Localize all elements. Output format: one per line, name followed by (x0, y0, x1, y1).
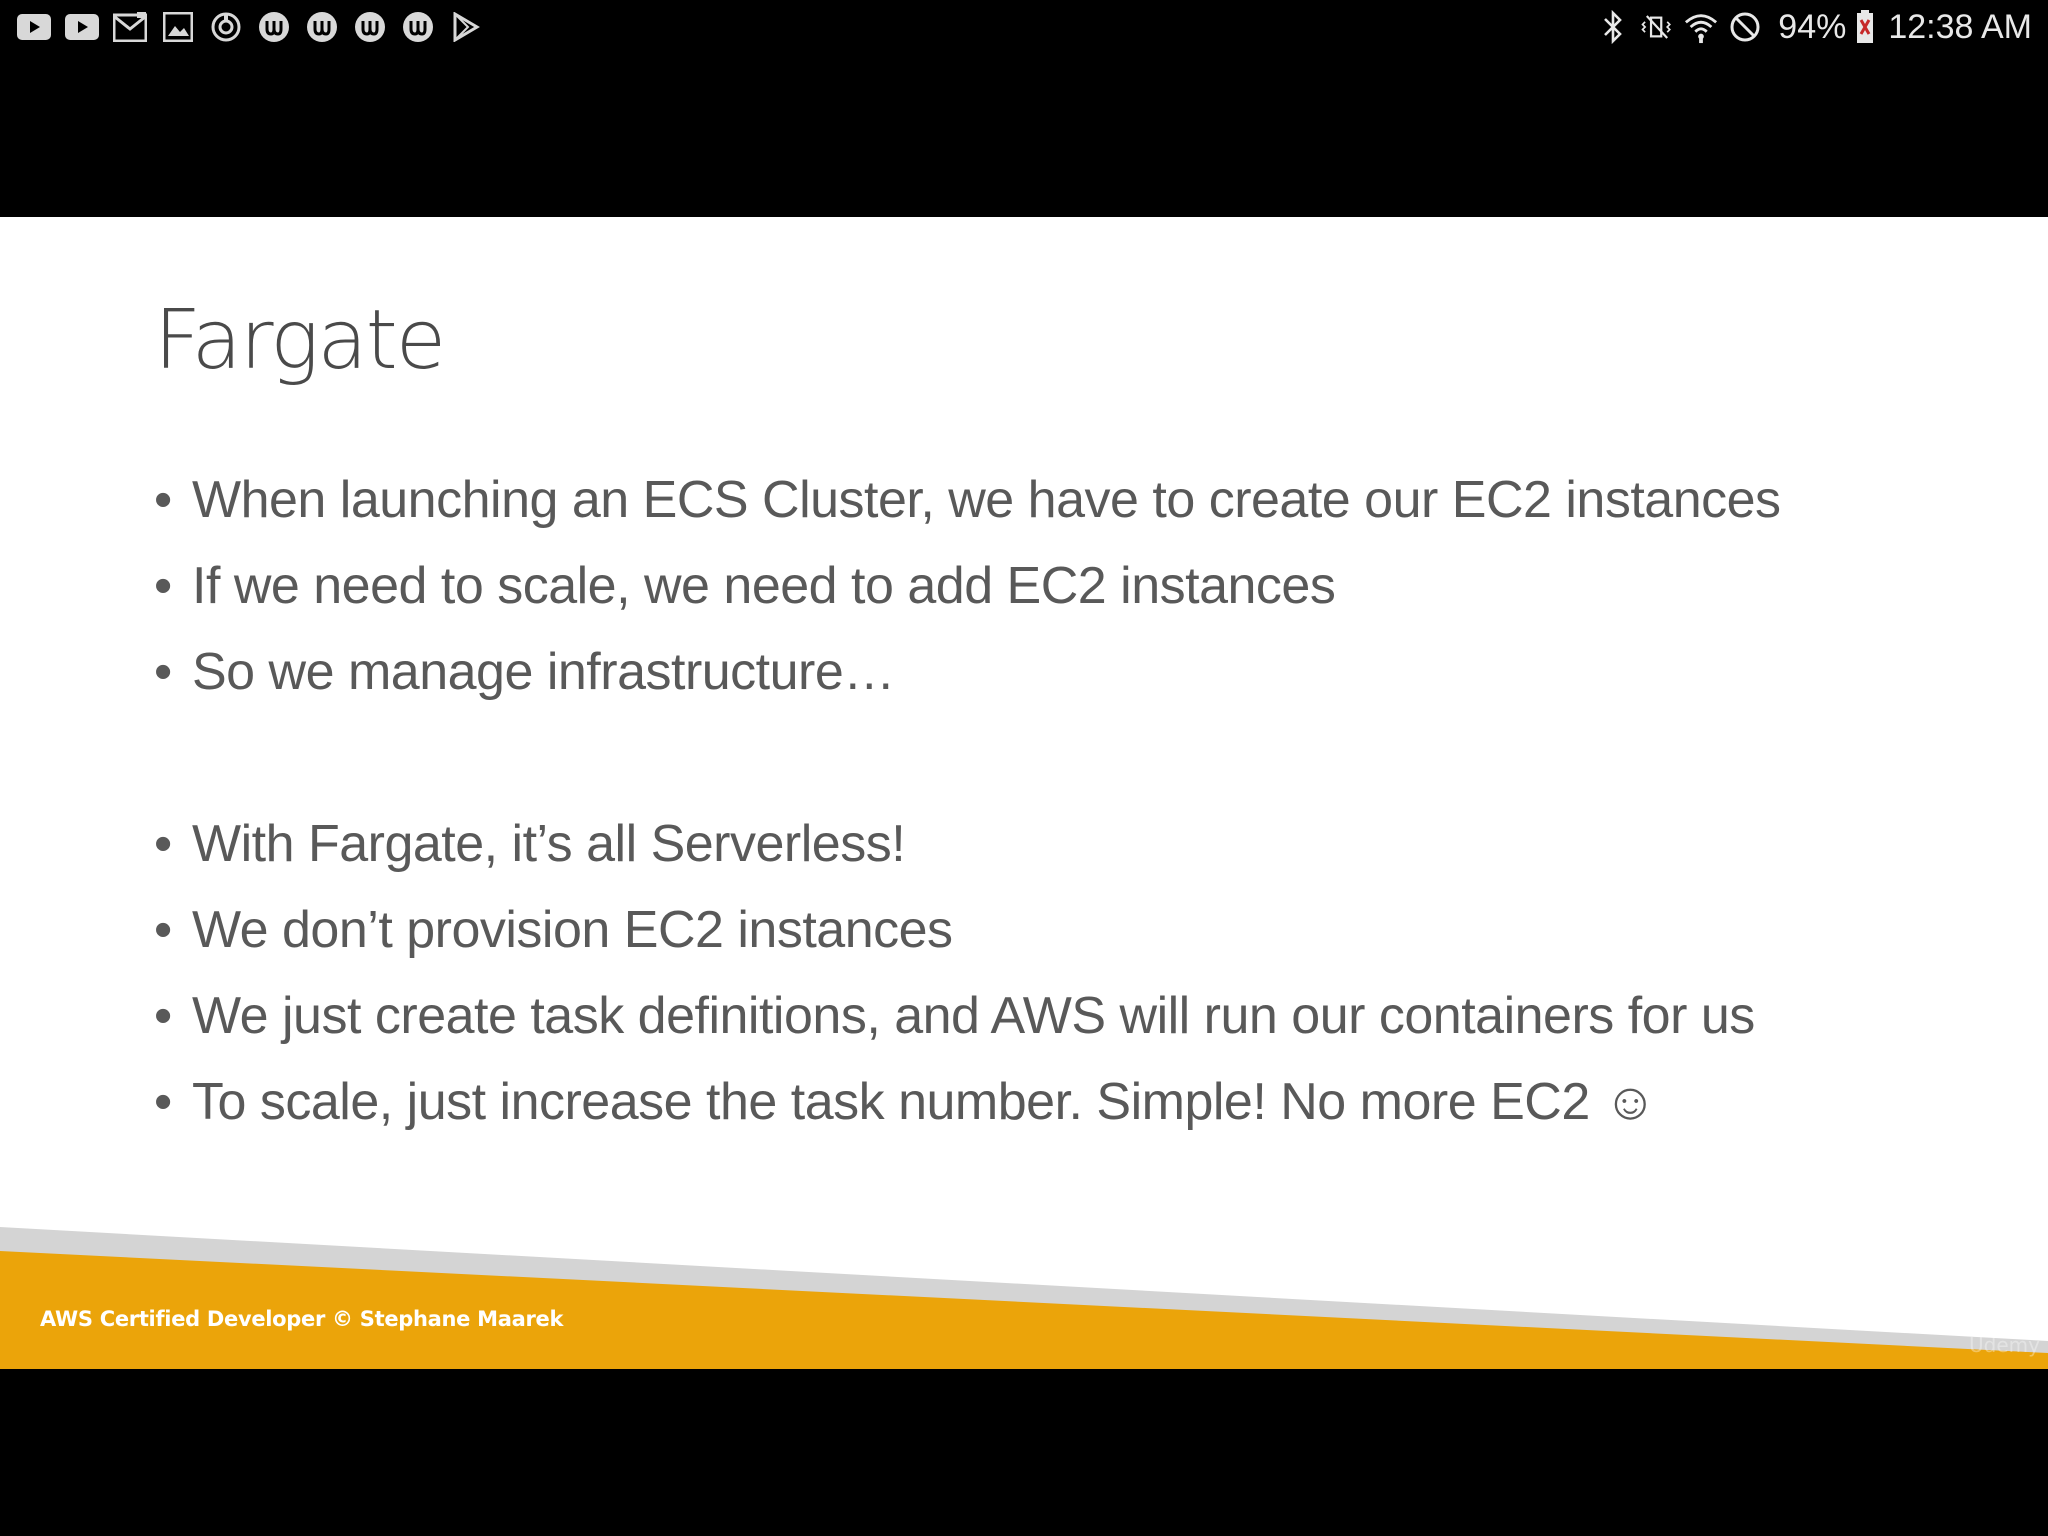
status-bar: 94% 12:38 AM (0, 0, 2048, 54)
bullet-item: • If we need to scale, we need to add EC2… (154, 543, 1781, 629)
bullet-item: • We just create task definitions, and AW… (154, 973, 1781, 1059)
bullet-text: With Fargate, it’s all Serverless! (192, 815, 906, 873)
gallery-icon (160, 9, 196, 45)
bullet-text: We don’t provision EC2 instances (192, 901, 953, 959)
battery-percent: 94% (1778, 7, 1847, 46)
udemy-watermark: Udemy (1969, 1333, 2040, 1357)
footer-credit: AWS Certified Developer © Stephane Maare… (40, 1307, 564, 1331)
gmail-icon (112, 9, 148, 45)
status-indicators[interactable]: 94% 12:38 AM (1596, 4, 2032, 50)
udemy-icon (400, 9, 436, 45)
bullet-text: We just create task definitions, and AWS… (192, 987, 1755, 1045)
bullet-text: So we manage infrastructure… (192, 643, 895, 701)
bullet-item: • We don’t provision EC2 instances (154, 887, 1781, 973)
bullet-dot: • (154, 987, 172, 1045)
udemy-icon (304, 9, 340, 45)
bullet-dot: • (154, 901, 172, 959)
bullet-text: To scale, just increase the task number.… (192, 1073, 1657, 1131)
bullet-item: • When launching an ECS Cluster, we have … (154, 457, 1781, 543)
play-store-icon (448, 9, 484, 45)
bullet-item: • With Fargate, it’s all Serverless! (154, 801, 1781, 887)
youtube-icon (16, 9, 52, 45)
bullet-list: • When launching an ECS Cluster, we have … (154, 457, 1781, 1145)
bullet-text: When launching an ECS Cluster, we have t… (192, 471, 1781, 529)
bullet-dot: • (154, 557, 172, 615)
bullet-dot: • (154, 1073, 172, 1131)
clock: 12:38 AM (1888, 7, 2032, 46)
slide-title: Fargate (154, 293, 446, 388)
bullet-dot: • (154, 815, 172, 873)
bluetooth-icon (1596, 10, 1630, 44)
youtube-icon (64, 9, 100, 45)
battery-icon (1856, 10, 1874, 44)
bullet-item: • So we manage infrastructure… (154, 629, 1781, 715)
sync-icon (208, 9, 244, 45)
footer-band (0, 1227, 2048, 1369)
footer-orange-band (0, 1251, 2048, 1369)
slide[interactable]: Fargate • When launching an ECS Cluster, … (0, 217, 2048, 1369)
vibrate-mute-icon (1640, 10, 1674, 44)
wifi-icon (1684, 10, 1718, 44)
notification-icons[interactable] (16, 8, 484, 46)
bullet-text: If we need to scale, we need to add EC2 … (192, 557, 1336, 615)
bullet-dot: • (154, 471, 172, 529)
bullet-item: • To scale, just increase the task number… (154, 1059, 1781, 1145)
do-not-disturb-icon (1728, 10, 1762, 44)
udemy-icon (352, 9, 388, 45)
udemy-icon (256, 9, 292, 45)
bullet-dot: • (154, 643, 172, 701)
